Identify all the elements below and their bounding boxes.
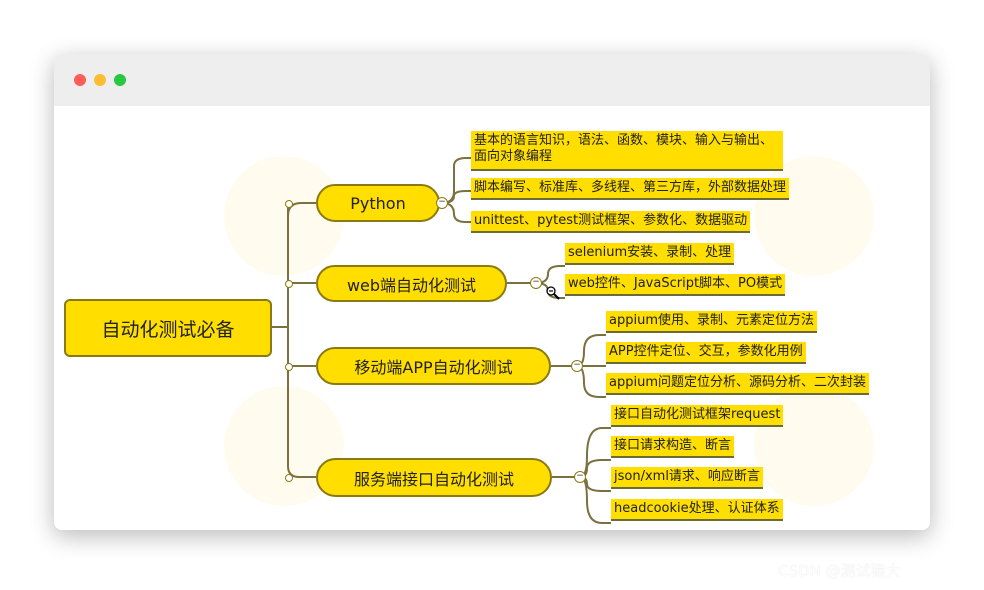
leaf-node[interactable]: unittest、pytest测试框架、参数化、数据驱动: [471, 211, 751, 233]
leaf-node[interactable]: headcookie处理、认证体系: [611, 499, 783, 521]
node-mobile-app-automation[interactable]: 移动端APP自动化测试: [316, 347, 551, 385]
branch-knob: [285, 200, 293, 208]
root-node[interactable]: 自动化测试必备: [64, 299, 272, 357]
branch-knob: [285, 363, 293, 371]
leaf-node[interactable]: 基本的语言知识，语法、函数、模块、输入与输出、面向对象编程: [471, 131, 783, 171]
zoom-out-cursor-icon: [546, 286, 560, 300]
leaf-node[interactable]: selenium安装、录制、处理: [565, 243, 735, 265]
leaf-node[interactable]: appium问题定位分析、源码分析、二次封装: [606, 373, 869, 395]
leaf-node[interactable]: APP控件定位、交互，参数化用例: [606, 342, 806, 364]
minimize-button[interactable]: [94, 74, 106, 86]
collapse-toggle-icon[interactable]: −: [574, 471, 586, 483]
collapse-toggle-icon[interactable]: −: [530, 277, 542, 289]
leaf-node[interactable]: 接口自动化测试框架request: [611, 405, 784, 427]
node-web-automation[interactable]: web端自动化测试: [316, 265, 507, 302]
maximize-button[interactable]: [114, 74, 126, 86]
title-bar: [54, 54, 930, 106]
collapse-toggle-icon[interactable]: −: [436, 197, 448, 209]
leaf-node[interactable]: 脚本编写、标准库、多线程、第三方库，外部数据处理: [471, 178, 790, 200]
window: 自动化测试必备 Python web端自动化测试 移动端APP自动化测试 服务端…: [54, 54, 930, 530]
node-python[interactable]: Python: [316, 184, 440, 222]
mindmap-canvas: 自动化测试必备 Python web端自动化测试 移动端APP自动化测试 服务端…: [54, 106, 930, 530]
csdn-watermark: CSDN @测试猿大: [778, 562, 901, 580]
branch-knob: [285, 280, 293, 288]
watermark-logo-icon: [754, 156, 874, 276]
branch-knob: [285, 474, 293, 482]
leaf-node[interactable]: 接口请求构造、断言: [611, 436, 735, 458]
close-button[interactable]: [74, 74, 86, 86]
node-server-api-automation[interactable]: 服务端接口自动化测试: [316, 458, 552, 497]
leaf-node[interactable]: appium使用、录制、元素定位方法: [606, 311, 817, 333]
collapse-toggle-icon[interactable]: −: [571, 360, 583, 372]
leaf-node[interactable]: json/xml请求、响应断言: [611, 467, 763, 489]
leaf-node[interactable]: web控件、JavaScript脚本、PO模式: [565, 274, 786, 296]
